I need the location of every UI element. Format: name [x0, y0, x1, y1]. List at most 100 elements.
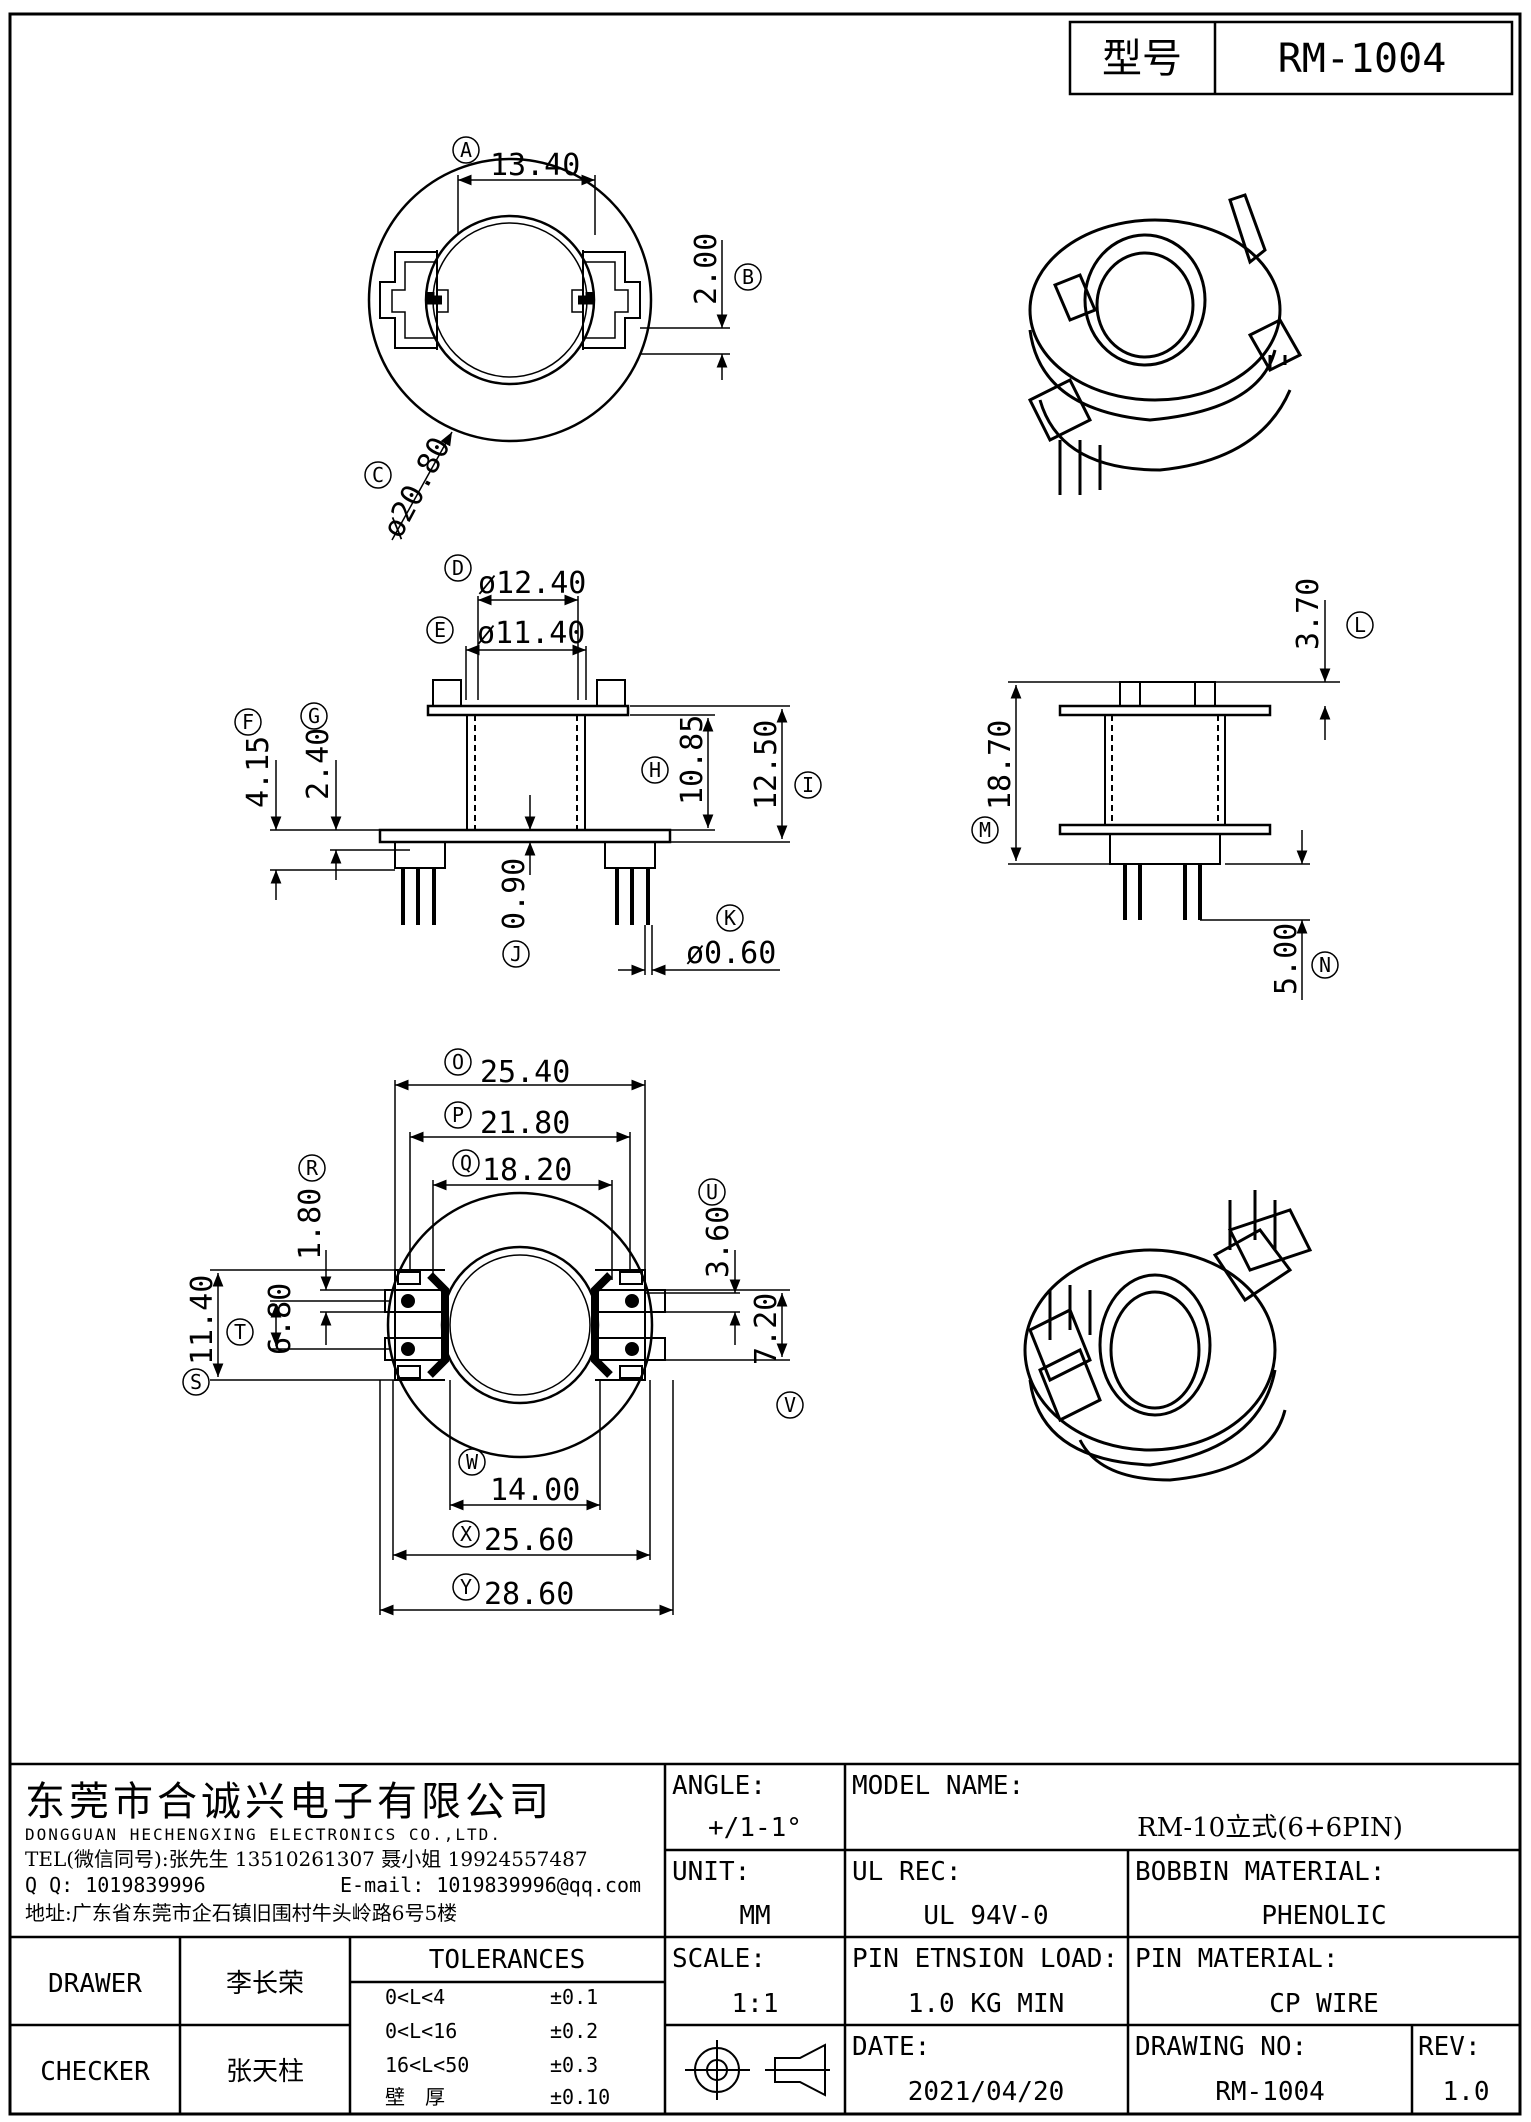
dim-v — [665, 1289, 804, 1419]
checker-label: CHECKER — [40, 2057, 150, 2087]
dim-p-value: 21.80 — [480, 1106, 570, 1141]
label-f: F — [242, 710, 254, 734]
dim-s — [182, 1269, 395, 1396]
dim-l-value: 3.70 — [1291, 578, 1326, 650]
dim-d-value: ø12.40 — [478, 566, 586, 601]
dim-l — [1215, 600, 1374, 740]
dim-c-value: ø20.80 — [376, 432, 458, 544]
label-g: G — [308, 704, 320, 728]
iso-view-bottom — [1023, 1190, 1313, 1482]
side-view-right — [1058, 681, 1272, 920]
dim-t — [226, 1300, 390, 1350]
dim-f — [234, 708, 395, 900]
tolerance-range: 0<L<4 — [385, 1985, 445, 2009]
dim-a-value: 13.40 — [490, 148, 580, 183]
label-l: L — [1354, 613, 1366, 637]
model-name-label: MODEL NAME: — [852, 1771, 1024, 1801]
tolerance-value: ±0.2 — [550, 2019, 598, 2043]
dim-e-value: ø11.40 — [477, 616, 585, 651]
label-w: W — [466, 1450, 479, 1474]
dim-t-value: 6.80 — [263, 1283, 298, 1355]
title-block-lines — [10, 1762, 1520, 2114]
label-d: D — [452, 556, 464, 580]
label-v: V — [784, 1393, 796, 1417]
label-u: U — [706, 1180, 718, 1204]
dim-c — [364, 431, 453, 541]
dim-q — [432, 1149, 613, 1280]
dim-o — [394, 1048, 646, 1270]
label-q: Q — [460, 1151, 472, 1175]
pin-material-value: CP WIRE — [1269, 1989, 1379, 2019]
bobbin-material-value: PHENOLIC — [1261, 1901, 1386, 1931]
label-r: R — [306, 1156, 319, 1180]
unit-value: MM — [739, 1901, 770, 1931]
iso-view-top — [1027, 193, 1303, 495]
pin-load-value: 1.0 KG MIN — [908, 1989, 1065, 2019]
dim-f-value: 4.15 — [241, 736, 276, 808]
dim-a — [452, 136, 596, 235]
ul-rec-label: UL REC: — [852, 1857, 962, 1887]
checker-name: 张天柱 — [226, 2057, 304, 2087]
label-e: E — [434, 618, 446, 642]
label-i: I — [802, 773, 814, 797]
label-b: B — [742, 265, 754, 289]
label-h: H — [649, 758, 661, 782]
angle-value: +/1-1° — [708, 1813, 802, 1843]
model-name-value: RM-10立式(6+6PIN) — [1137, 1813, 1403, 1843]
unit-label: UNIT: — [672, 1857, 750, 1887]
label-x: X — [460, 1522, 472, 1546]
dim-b-value: 2.00 — [689, 233, 724, 305]
dim-m — [971, 681, 1120, 865]
dim-i-value: 12.50 — [749, 720, 784, 810]
label-o: O — [452, 1050, 464, 1074]
dim-y — [379, 1380, 674, 1616]
tolerance-range: 壁 厚 — [385, 2085, 445, 2109]
dim-h — [630, 714, 715, 831]
dim-m-value: 18.70 — [983, 720, 1018, 810]
side-view-left — [378, 679, 672, 925]
rev-value: 1.0 — [1443, 2077, 1490, 2107]
dim-g — [300, 702, 410, 880]
drawing-no-value: RM-1004 — [1215, 2077, 1325, 2107]
bobbin-material-label: BOBBIN MATERIAL: — [1135, 1857, 1385, 1887]
label-c: C — [372, 463, 384, 487]
rev-label: REV: — [1418, 2032, 1481, 2062]
label-p: P — [452, 1103, 464, 1127]
tolerance-range: 0<L<16 — [385, 2019, 457, 2043]
dim-o-value: 25.40 — [480, 1055, 570, 1090]
label-m: M — [979, 818, 991, 842]
dim-w-value: 14.00 — [490, 1473, 580, 1508]
pin-material-label: PIN MATERIAL: — [1135, 1944, 1339, 1974]
label-k: K — [724, 906, 736, 930]
company-qq: Q Q: 1019839996 — [25, 1873, 206, 1897]
top-view — [367, 157, 653, 443]
projection-symbol — [685, 2040, 830, 2100]
label-j: J — [510, 942, 522, 966]
label-a: A — [460, 138, 472, 162]
dim-i — [630, 705, 822, 843]
scale-label: SCALE: — [672, 1944, 766, 1974]
date-value: 2021/04/20 — [908, 2077, 1065, 2107]
dim-y-value: 28.60 — [484, 1577, 574, 1612]
drawing-no-label: DRAWING NO: — [1135, 2032, 1307, 2062]
company-name-en: DONGGUAN HECHENGXING ELECTRONICS CO.,LTD… — [25, 1825, 502, 1844]
dim-n — [1200, 830, 1339, 1000]
model-header-label: 型号 — [1102, 36, 1182, 82]
tolerance-range: 16<L<50 — [385, 2053, 469, 2077]
tolerances-title: TOLERANCES — [429, 1945, 586, 1975]
dim-g-value: 2.40 — [301, 728, 336, 800]
dim-v-value: 7.20 — [749, 1293, 784, 1365]
label-t: T — [234, 1320, 246, 1344]
dim-j — [502, 795, 536, 968]
company-tel: TEL(微信同号):张先生 13510261307 聂小姐 1992455748… — [25, 1847, 588, 1871]
dim-p — [409, 1101, 631, 1270]
angle-label: ANGLE: — [672, 1771, 766, 1801]
scale-value: 1:1 — [732, 1989, 779, 2019]
tolerance-value: ±0.1 — [550, 1985, 598, 2009]
bottom-view — [384, 1191, 666, 1459]
sheet-border — [8, 12, 1522, 2116]
dim-q-value: 18.20 — [482, 1153, 572, 1188]
drawer-name: 李长荣 — [226, 1969, 304, 1999]
model-header: 型号 RM-1004 — [1068, 20, 1514, 96]
